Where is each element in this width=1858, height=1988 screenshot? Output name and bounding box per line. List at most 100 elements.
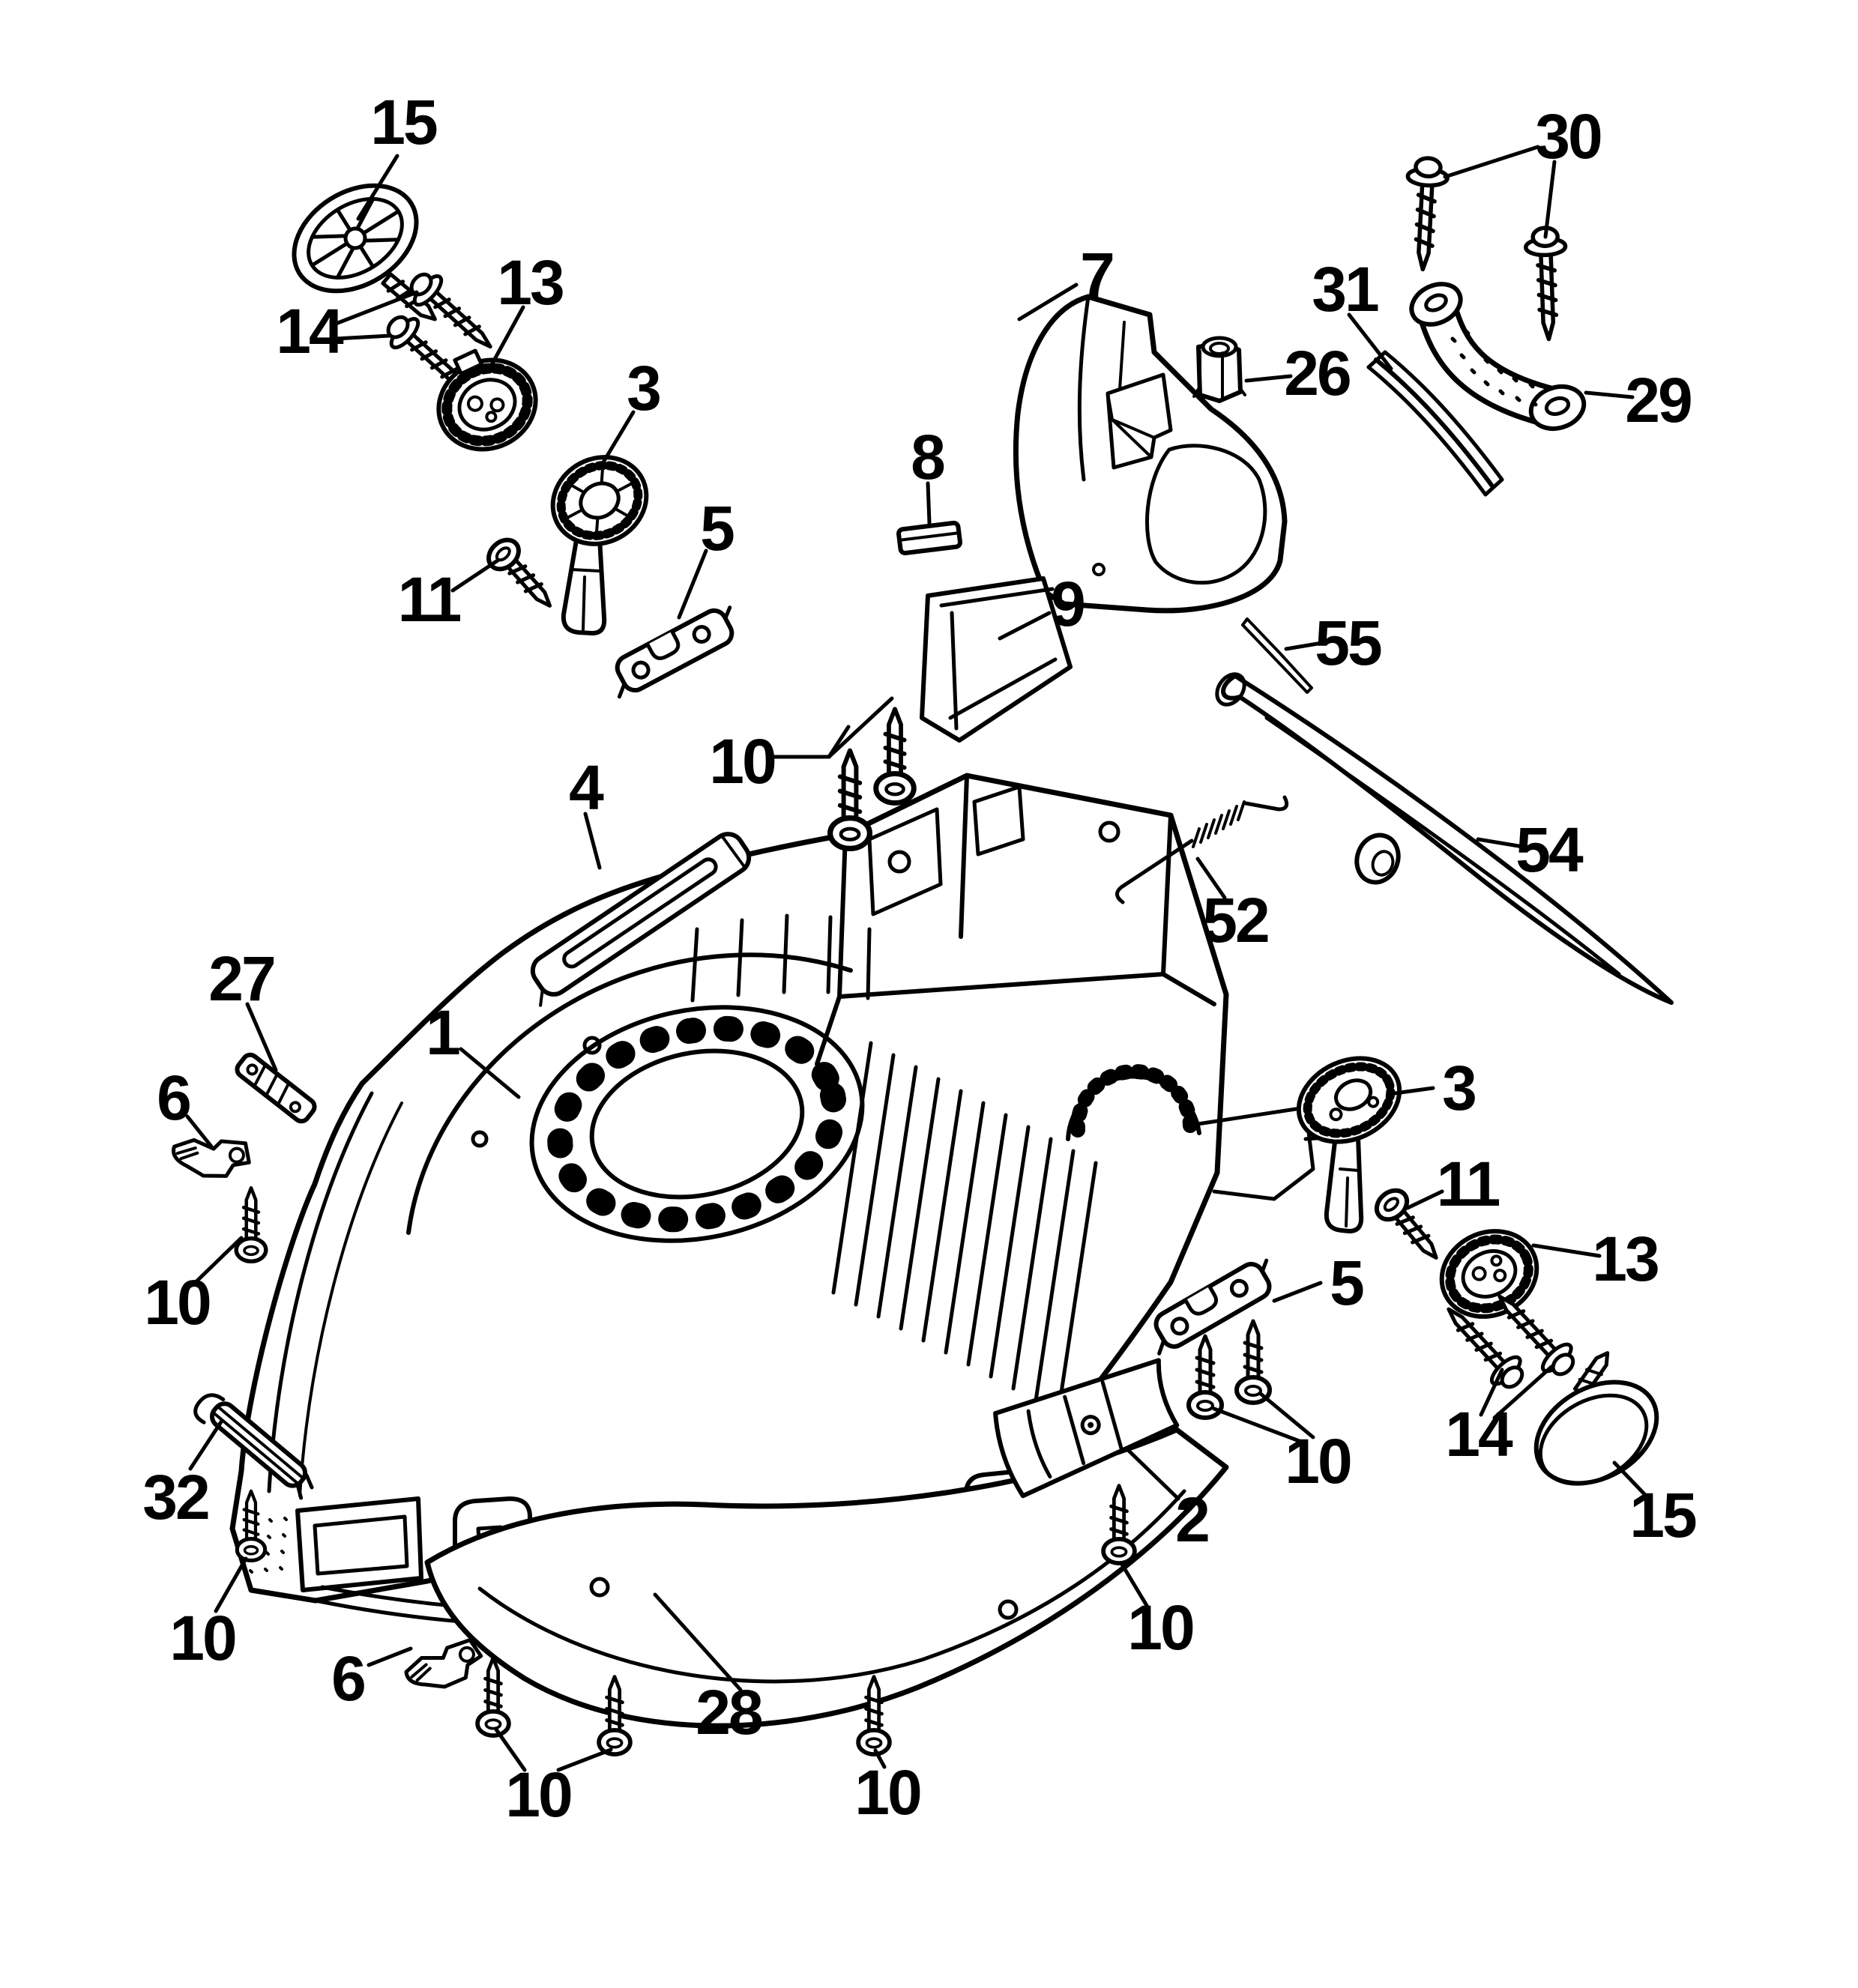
leader-line-1 [459, 1047, 521, 1099]
leader-line-10 [873, 1748, 887, 1769]
part-54-discharge-cover [1215, 672, 1674, 1005]
callout-11: 11 [1436, 1149, 1501, 1219]
part-32-skid-strip [193, 1393, 314, 1500]
leader-line-8 [926, 481, 932, 525]
leader-line-28 [653, 1592, 743, 1692]
leader-line-15 [1612, 1460, 1650, 1499]
part-3-height-adjuster-right [1296, 1056, 1402, 1233]
part-4-trim-strip [530, 832, 752, 1007]
callout-14: 14 [1445, 1399, 1512, 1469]
callout-2: 2 [1175, 1484, 1210, 1555]
part-29-handle-grip [1409, 282, 1587, 431]
leader-line-30 [1543, 160, 1557, 239]
callout-28: 28 [696, 1677, 763, 1747]
grip-texture [1450, 329, 1538, 407]
callout-14: 14 [276, 296, 343, 366]
leader-line-5 [677, 549, 708, 620]
callout-31: 31 [1312, 254, 1379, 324]
leader-line-10 [214, 1556, 248, 1613]
leader-line-10 [1258, 1392, 1315, 1439]
leader-line-7 [1017, 283, 1079, 321]
part-31-wear-strip [1366, 350, 1504, 497]
part-27-latch-plate [235, 1052, 317, 1124]
leader-line-30 [1443, 145, 1540, 179]
callout-26: 26 [1284, 338, 1351, 408]
part-8-spacer-bar [896, 520, 962, 556]
leader-line-10 [191, 1236, 244, 1287]
leader-line-3 [1387, 1086, 1435, 1096]
callout-55: 55 [1315, 608, 1382, 678]
leader-line-54 [1476, 837, 1525, 849]
callout-9: 9 [1051, 569, 1086, 639]
callout-10: 10 [169, 1603, 237, 1673]
callout-5: 5 [1330, 1248, 1365, 1318]
part-26-nut [1192, 336, 1246, 403]
part-3-height-adjuster-left [550, 455, 649, 635]
leader-line-52 [1195, 856, 1227, 900]
callout-10: 10 [709, 726, 776, 797]
part-7-motor-cover [1013, 294, 1288, 614]
callout-10: 10 [1285, 1426, 1352, 1496]
callout-27: 27 [208, 943, 276, 1014]
leader-line-26 [1244, 374, 1293, 383]
callout-3: 3 [627, 353, 662, 423]
leader-line-5 [1272, 1281, 1323, 1303]
leader-line-29 [1584, 390, 1635, 399]
leader-line-14 [334, 290, 419, 326]
leader-line-15 [356, 154, 399, 221]
leader-line-55 [1284, 641, 1324, 651]
callout-10: 10 [1127, 1592, 1195, 1663]
leader-line-10 [827, 696, 894, 759]
callout-10: 10 [144, 1267, 211, 1338]
callout-1: 1 [426, 997, 461, 1068]
leader-line-13 [1531, 1243, 1602, 1258]
part-55-shim [1241, 617, 1313, 694]
leader-line-3 [600, 410, 636, 467]
part-2-baffle-plate [993, 1358, 1180, 1499]
blade-ring [529, 1005, 865, 1243]
callout-10: 10 [505, 1759, 573, 1830]
callout-4: 4 [569, 752, 604, 823]
part-13-drive-gear-left [436, 348, 538, 452]
callout-54: 54 [1515, 815, 1583, 885]
leader-line-10 [494, 1727, 527, 1772]
part-15-wheel-cover-right [1533, 1351, 1659, 1486]
callout-7: 7 [1080, 240, 1115, 310]
callout-29: 29 [1625, 365, 1692, 435]
callout-6: 6 [331, 1643, 367, 1714]
leader-line-31 [1347, 312, 1393, 371]
callout-32: 32 [142, 1462, 210, 1532]
leader-line-6 [185, 1114, 214, 1149]
leader-line-9 [998, 611, 1052, 641]
callout-6: 6 [157, 1063, 192, 1133]
leader-line-4 [583, 812, 602, 870]
part-52-spring [1115, 795, 1289, 904]
part-13-drive-gear-right [1439, 1229, 1539, 1319]
leader-line-10 [556, 1747, 613, 1772]
leader-line-14 [1492, 1365, 1554, 1420]
leader-line-14 [1479, 1368, 1504, 1417]
callout-11: 11 [397, 564, 462, 635]
part-9-chute-box [920, 576, 1073, 743]
callout-13: 13 [1592, 1224, 1659, 1294]
leader-line-6 [367, 1646, 413, 1667]
callout-15: 15 [370, 87, 438, 157]
callout-8: 8 [911, 422, 946, 492]
callout-30: 30 [1535, 101, 1602, 172]
leader-line-13 [486, 305, 525, 372]
leader-line-27 [245, 1002, 278, 1072]
leader-line-10 [1212, 1407, 1303, 1444]
leader-line-2 [1126, 1448, 1180, 1501]
leader-line-32 [188, 1419, 224, 1471]
callout-5: 5 [700, 493, 735, 564]
leader-line-11 [450, 558, 500, 593]
callout-3: 3 [1442, 1053, 1477, 1123]
leader-line-14 [334, 333, 392, 341]
callout-15: 15 [1629, 1480, 1697, 1550]
callout-10: 10 [854, 1757, 922, 1828]
callout-13: 13 [497, 247, 564, 318]
callout-52: 52 [1202, 885, 1270, 955]
